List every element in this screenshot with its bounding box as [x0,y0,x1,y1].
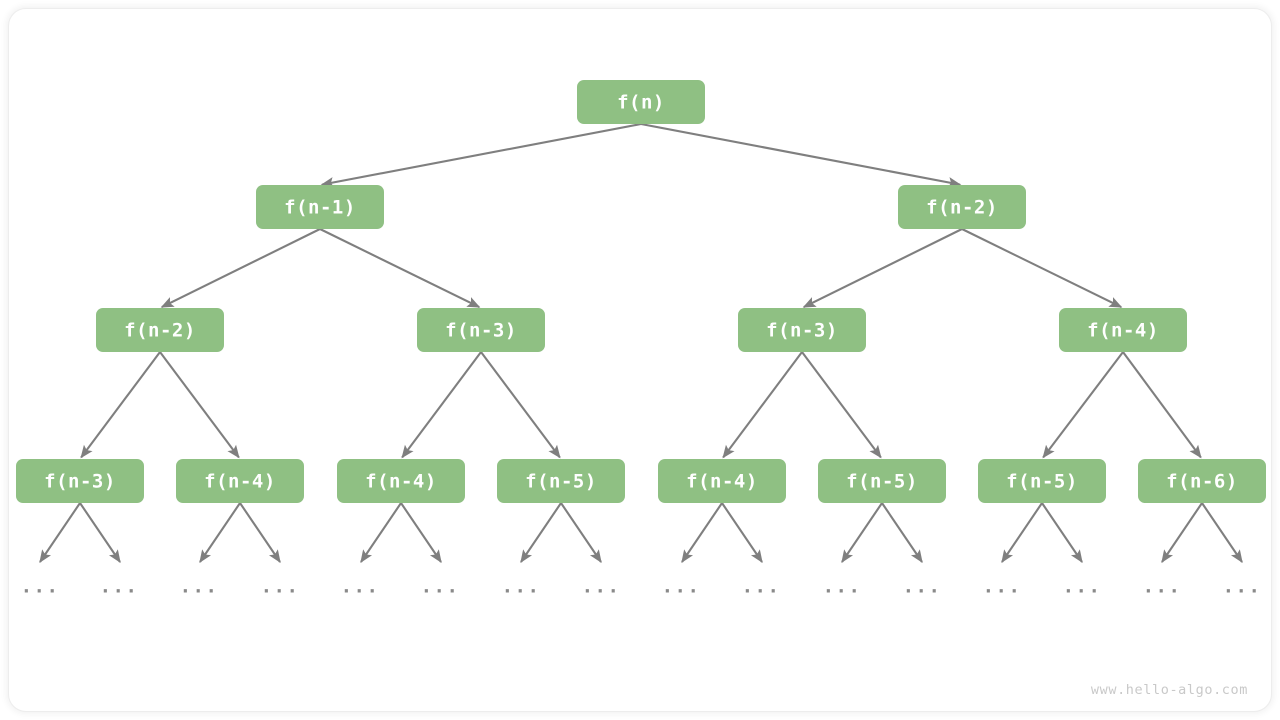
tree-node[interactable]: f(n-4) [337,459,465,503]
tree-node[interactable]: f(n) [577,80,705,124]
ellipsis-marker: ... [100,576,139,598]
tree-edge [80,351,161,459]
tree-edge [160,228,321,309]
ellipsis-marker: ... [582,576,621,598]
tree-node[interactable]: f(n-4) [1059,308,1187,352]
tree-node-label: f(n-4) [204,471,276,493]
tree-node-box [577,80,705,124]
tree-node-label: f(n-5) [525,471,597,493]
ellipsis-marker: ... [21,576,60,598]
tree-node[interactable]: f(n-2) [898,185,1026,229]
tree-node-label: f(n-4) [1087,320,1159,342]
nodes-layer: f(n) f(n-1) f(n-2) f(n-2) f(n-3) f(n-3) f(n-4)… [16,80,1266,503]
watermark: www.hello-algo.com [1090,682,1248,698]
tree-node-label: f(n-5) [1006,471,1078,493]
tree-node[interactable]: f(n-4) [658,459,786,503]
tree-edge [159,351,240,459]
tree-node-label: f(n-3) [44,471,116,493]
tree-edge-stub [1201,502,1243,564]
ellipsis-marker: ... [1143,576,1182,598]
tree-node-box [16,459,144,503]
tree-edge [802,228,963,309]
tree-node[interactable]: f(n-1) [256,185,384,229]
tree-node-label: f(n-4) [686,471,758,493]
tree-edge [1122,351,1202,459]
tree-node[interactable]: f(n-4) [176,459,304,503]
ellipsis-marker: ... [823,576,862,598]
tree-edge-stub [721,502,763,564]
tree-edge-stub [1041,502,1083,564]
tree-edge-stub [79,502,121,564]
tree-node-box [738,308,866,352]
tree-edge-stub [1001,502,1043,564]
tree-node-box [337,459,465,503]
tree-node-label: f(n-3) [445,320,517,342]
tree-node-box [497,459,625,503]
tree-edge-stub [360,502,402,564]
tree-edge-stub [1161,502,1203,564]
tree-node-box [978,459,1106,503]
tree-node-box [256,185,384,229]
tree-edge-stub [560,502,602,564]
tree-node[interactable]: f(n-5) [978,459,1106,503]
ellipsis-marker: ... [903,576,942,598]
tree-node[interactable]: f(n-2) [96,308,224,352]
tree-edge [961,228,1123,309]
tree-edge-stub [39,502,81,564]
tree-node-box [898,185,1026,229]
tree-node-label: f(n-2) [926,197,998,219]
tree-node-label: f(n-5) [846,471,918,493]
tree-node-box [176,459,304,503]
stub-edges-layer [39,502,1243,564]
tree-node[interactable]: f(n-6) [1138,459,1266,503]
tree-edge-stub [841,502,883,564]
tree-edge-stub [881,502,923,564]
ellipsis-marker: ... [1063,576,1102,598]
tree-edge-stub [400,502,442,564]
tree-node[interactable]: f(n-5) [818,459,946,503]
tree-edge-stub [520,502,562,564]
tree-edge [640,122,962,188]
tree-node[interactable]: f(n-3) [738,308,866,352]
ellipsis-marker: ... [261,576,300,598]
tree-node-label: f(n-6) [1166,471,1238,493]
tree-node[interactable]: f(n-3) [417,308,545,352]
diagram-canvas-frame [8,8,1272,712]
tree-node[interactable]: f(n-5) [497,459,625,503]
tree-edge [722,351,803,459]
tree-edge [401,351,482,459]
tree-edge [319,228,481,309]
ellipsis-marker: ... [180,576,219,598]
tree-node-label: f(n-4) [365,471,437,493]
ellipsis-marker: ... [502,576,541,598]
tree-node[interactable]: f(n-3) [16,459,144,503]
tree-node-label: f(n-2) [124,320,196,342]
tree-edge-stub [199,502,241,564]
ellipsis-marker: ... [983,576,1022,598]
ellipsis-marker: ... [1223,576,1262,598]
tree-node-box [96,308,224,352]
ellipsis-marker: ... [421,576,460,598]
tree-edge-stub [239,502,281,564]
tree-node-label: f(n) [617,92,665,114]
tree-edge-stub [681,502,723,564]
tree-edge [1042,351,1124,459]
tree-node-box [417,308,545,352]
ellipsis-marker: ... [662,576,701,598]
tree-node-box [818,459,946,503]
tree-node-label: f(n-3) [766,320,838,342]
tree-edge [801,351,882,459]
ellipsis-layer: ........................................… [21,576,1262,598]
tree-edge [320,122,642,188]
tree-edge [480,351,561,459]
ellipsis-marker: ... [742,576,781,598]
tree-node-box [658,459,786,503]
ellipsis-marker: ... [341,576,380,598]
tree-node-box [1138,459,1266,503]
tree-node-box [1059,308,1187,352]
edges-layer [80,122,1202,459]
tree-node-label: f(n-1) [284,197,356,219]
